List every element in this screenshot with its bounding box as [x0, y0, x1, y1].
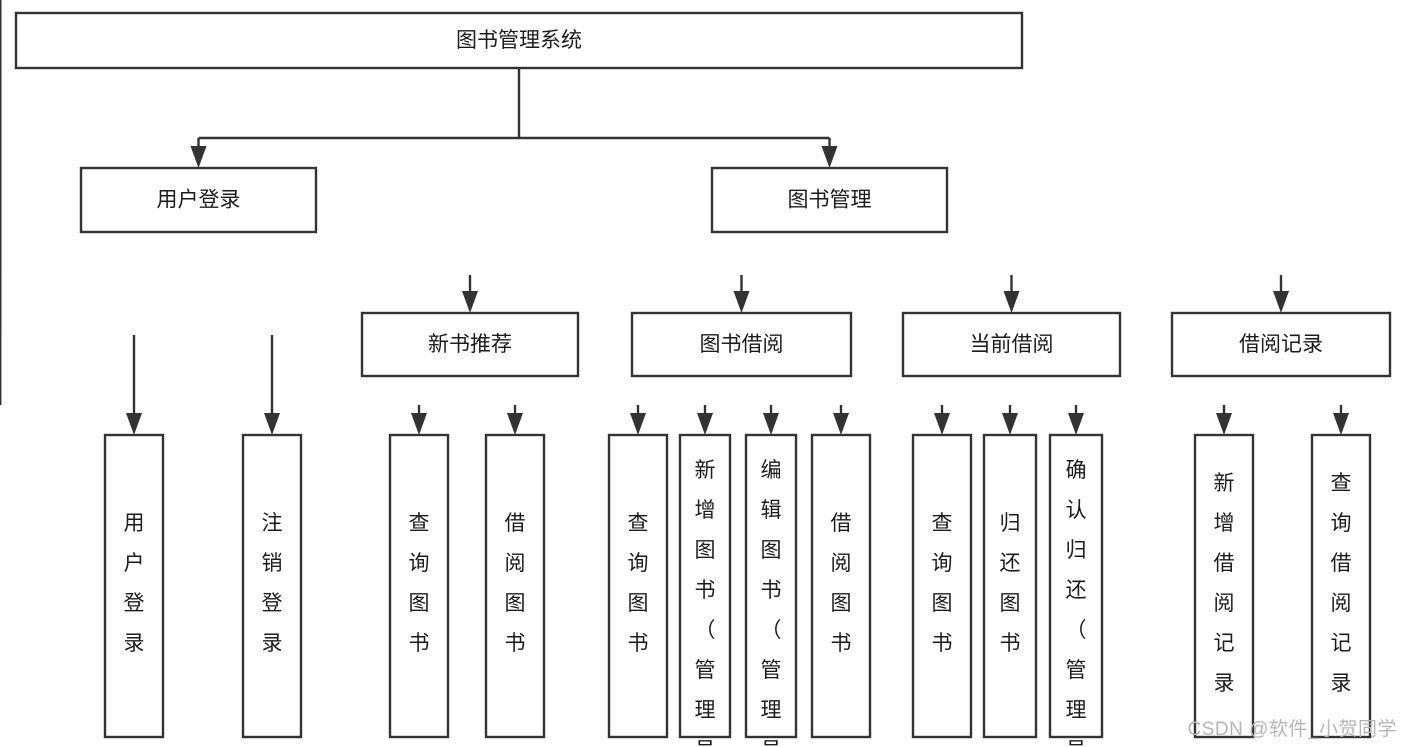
- node-root-label: 图书管理系统: [456, 29, 582, 52]
- arrow-head: [763, 413, 779, 435]
- node-leaf-user-login[interactable]: [103, 433, 165, 739]
- node-book-management[interactable]: [710, 166, 949, 234]
- arrow-head: [1002, 413, 1018, 435]
- node-book-borrow-label: 图书借阅: [700, 333, 784, 356]
- node-new-book-recommend-label: 新书推荐: [428, 333, 512, 356]
- node-leaf-confirm-return-admin[interactable]: [1048, 433, 1104, 739]
- arrow-head: [821, 146, 838, 168]
- node-user-login[interactable]: [79, 166, 318, 234]
- node-leaf-edit-book-admin[interactable]: [744, 433, 798, 739]
- arrow-head: [411, 413, 427, 435]
- node-leaf-return-book[interactable]: [982, 433, 1038, 739]
- node-book-management-label: 图书管理: [788, 189, 872, 212]
- node-new-book-recommend[interactable]: [360, 311, 580, 378]
- node-leaf-edit-book-admin-label: 编辑图书（管理员）: [761, 459, 782, 747]
- node-leaf-borrow-book-rec[interactable]: [484, 433, 546, 739]
- node-layer: 图书管理系统用户登录图书管理新书推荐图书借阅当前借阅借阅记录用户登录注销登录查询…: [14, 11, 1392, 747]
- arrow-head: [190, 146, 207, 168]
- arrow-head: [630, 413, 646, 435]
- arrow-head: [1003, 291, 1020, 313]
- arrow-head: [1333, 413, 1349, 435]
- arrow-head: [462, 291, 478, 313]
- node-leaf-add-borrow-record-label: 新增借阅记录: [1214, 472, 1235, 695]
- watermark-text: CSDN @软件_小贺同学: [1187, 719, 1397, 740]
- node-leaf-borrow-book-bor-label: 借阅图书: [831, 512, 852, 655]
- node-leaf-borrow-book-bor[interactable]: [810, 433, 872, 739]
- node-current-borrow[interactable]: [901, 311, 1122, 378]
- arrow-head: [934, 413, 950, 435]
- node-leaf-user-login-label: 用户登录: [124, 512, 145, 655]
- node-leaf-query-book-cur[interactable]: [911, 433, 973, 739]
- arrow-head: [697, 413, 713, 435]
- node-leaf-query-book-bor[interactable]: [607, 433, 669, 739]
- connector-layer: [0, 0, 1349, 435]
- node-leaf-add-book-admin[interactable]: [678, 433, 732, 739]
- node-leaf-add-book-admin-label: 新增图书（管理员）: [695, 459, 716, 747]
- node-leaf-query-borrow-record-label: 查询借阅记录: [1331, 472, 1352, 695]
- node-leaf-return-book-label: 归还图书: [1000, 512, 1021, 655]
- node-leaf-query-book-bor-label: 查询图书: [628, 512, 649, 655]
- node-borrow-record[interactable]: [1170, 311, 1392, 378]
- arrow-head: [1273, 291, 1289, 313]
- arrow-head: [733, 291, 750, 313]
- node-leaf-add-borrow-record[interactable]: [1193, 433, 1255, 739]
- node-leaf-borrow-book-rec-label: 借阅图书: [505, 512, 526, 655]
- node-user-login-label: 用户登录: [157, 189, 241, 212]
- node-current-borrow-label: 当前借阅: [970, 333, 1054, 356]
- node-leaf-query-book-cur-label: 查询图书: [932, 512, 953, 655]
- node-leaf-query-borrow-record[interactable]: [1310, 433, 1372, 739]
- arrow-head: [1216, 413, 1232, 435]
- node-leaf-query-book-rec-label: 查询图书: [409, 512, 430, 655]
- arrow-head: [1068, 413, 1084, 435]
- arrow-head: [507, 413, 523, 435]
- arrow-head: [833, 413, 849, 435]
- node-borrow-record-label: 借阅记录: [1239, 333, 1323, 356]
- arrow-head: [126, 413, 142, 435]
- node-leaf-user-logout[interactable]: [241, 433, 303, 739]
- node-leaf-user-logout-label: 注销登录: [262, 512, 283, 655]
- node-leaf-query-book-rec[interactable]: [388, 433, 450, 739]
- node-book-borrow[interactable]: [630, 311, 853, 378]
- node-leaf-confirm-return-admin-label: 确认归还（管理员）: [1066, 459, 1087, 747]
- arrow-head: [264, 413, 280, 435]
- node-root[interactable]: [14, 11, 1024, 70]
